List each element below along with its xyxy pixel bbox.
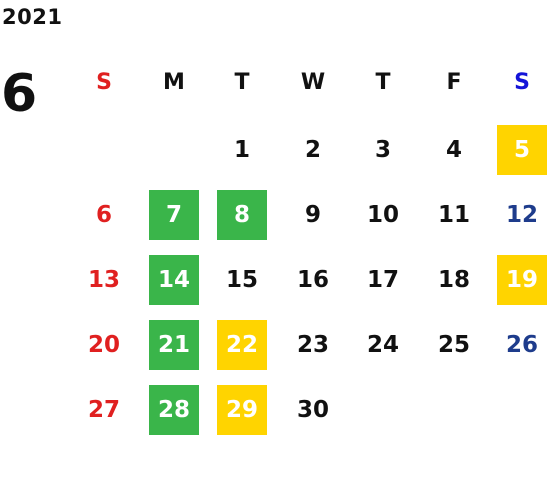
day-cell-14[interactable]: 14 (149, 255, 199, 305)
day-cell-16[interactable]: 16 (296, 267, 329, 293)
day-cell-7[interactable]: 7 (149, 190, 199, 240)
day-cell-29[interactable]: 29 (217, 385, 267, 435)
weekday-header-1: M (163, 69, 185, 95)
day-cell-10[interactable]: 10 (366, 202, 399, 228)
day-cell-25[interactable]: 25 (437, 332, 470, 358)
weekday-header-5: F (446, 69, 462, 95)
calendar-year: 2021 (2, 5, 63, 29)
day-cell-9[interactable]: 9 (304, 202, 321, 228)
weekday-header-6: S (514, 69, 530, 95)
day-cell-6[interactable]: 6 (95, 202, 112, 228)
weekday-header-3: W (300, 69, 326, 95)
day-cell-4[interactable]: 4 (445, 137, 462, 163)
weekday-header-2: T (234, 69, 250, 95)
day-cell-22[interactable]: 22 (217, 320, 267, 370)
day-cell-15[interactable]: 15 (225, 267, 258, 293)
day-cell-8[interactable]: 8 (217, 190, 267, 240)
day-cell-11[interactable]: 11 (437, 202, 470, 228)
day-cell-17[interactable]: 17 (366, 267, 399, 293)
day-cell-18[interactable]: 18 (437, 267, 470, 293)
weekday-header-4: T (375, 69, 391, 95)
day-cell-30[interactable]: 30 (296, 397, 329, 423)
day-cell-23[interactable]: 23 (296, 332, 329, 358)
calendar-month: 6 (1, 64, 38, 124)
day-cell-1[interactable]: 1 (233, 137, 250, 163)
day-cell-2[interactable]: 2 (304, 137, 321, 163)
weekday-header-0: S (96, 69, 112, 95)
day-cell-20[interactable]: 20 (87, 332, 120, 358)
day-cell-13[interactable]: 13 (87, 267, 120, 293)
day-cell-27[interactable]: 27 (87, 397, 120, 423)
day-cell-3[interactable]: 3 (374, 137, 391, 163)
day-cell-24[interactable]: 24 (366, 332, 399, 358)
day-cell-12[interactable]: 12 (505, 202, 538, 228)
day-cell-5[interactable]: 5 (497, 125, 547, 175)
day-cell-19[interactable]: 19 (497, 255, 547, 305)
day-cell-26[interactable]: 26 (505, 332, 538, 358)
day-cell-28[interactable]: 28 (149, 385, 199, 435)
day-cell-21[interactable]: 21 (149, 320, 199, 370)
